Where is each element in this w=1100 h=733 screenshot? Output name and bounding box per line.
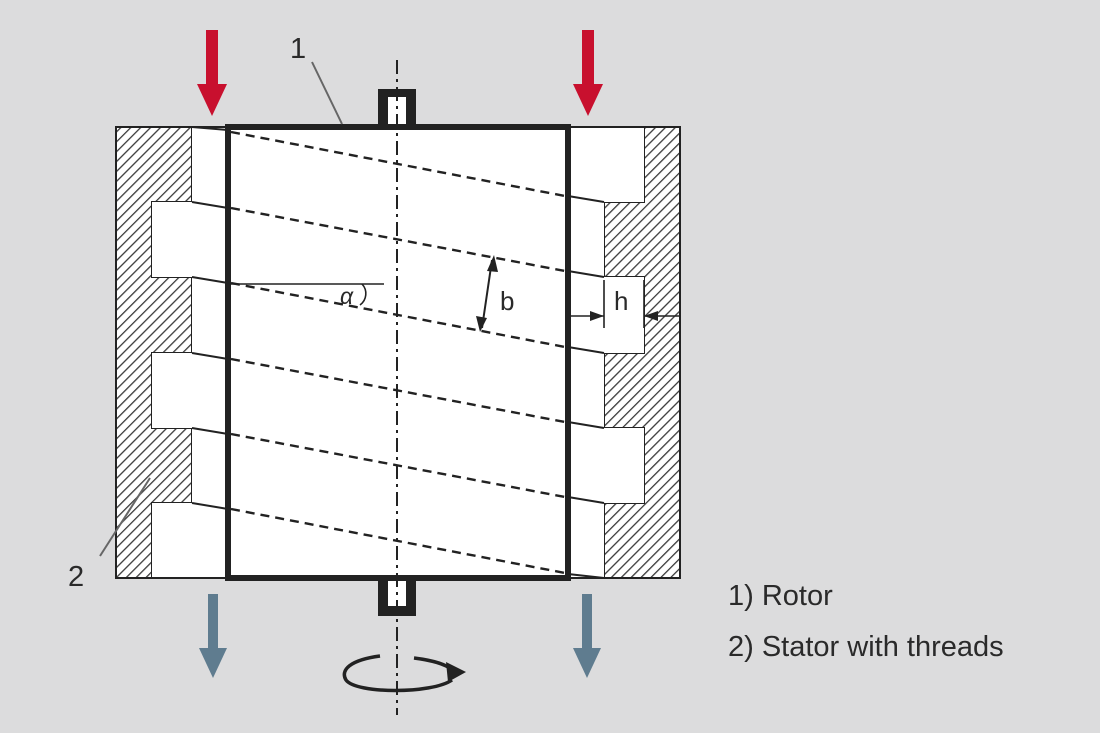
stator-number-label: 2 [68, 561, 84, 593]
outflow-arrow-icon [573, 594, 601, 678]
dimension-b-label: b [500, 286, 514, 316]
dimension-h-label: h [614, 286, 628, 316]
legend-item-rotor: 1) Rotor [728, 580, 833, 612]
inflow-arrow-icon [573, 30, 603, 116]
dimension-h: h [570, 280, 680, 328]
rotor-callout: 1 [290, 33, 343, 125]
rotor-number-label: 1 [290, 33, 306, 65]
legend-item-stator: 2) Stator with threads [728, 631, 1004, 663]
rotor [225, 124, 571, 581]
angle-annotation: α [231, 283, 384, 309]
stator-callout: 2 [68, 477, 151, 593]
rotation-arrow-icon [342, 654, 466, 693]
angle-alpha-label: α [340, 283, 354, 309]
inflow-arrow-icon [197, 30, 227, 116]
outflow-arrow-icon [199, 594, 227, 678]
dimension-b: b [476, 255, 514, 332]
